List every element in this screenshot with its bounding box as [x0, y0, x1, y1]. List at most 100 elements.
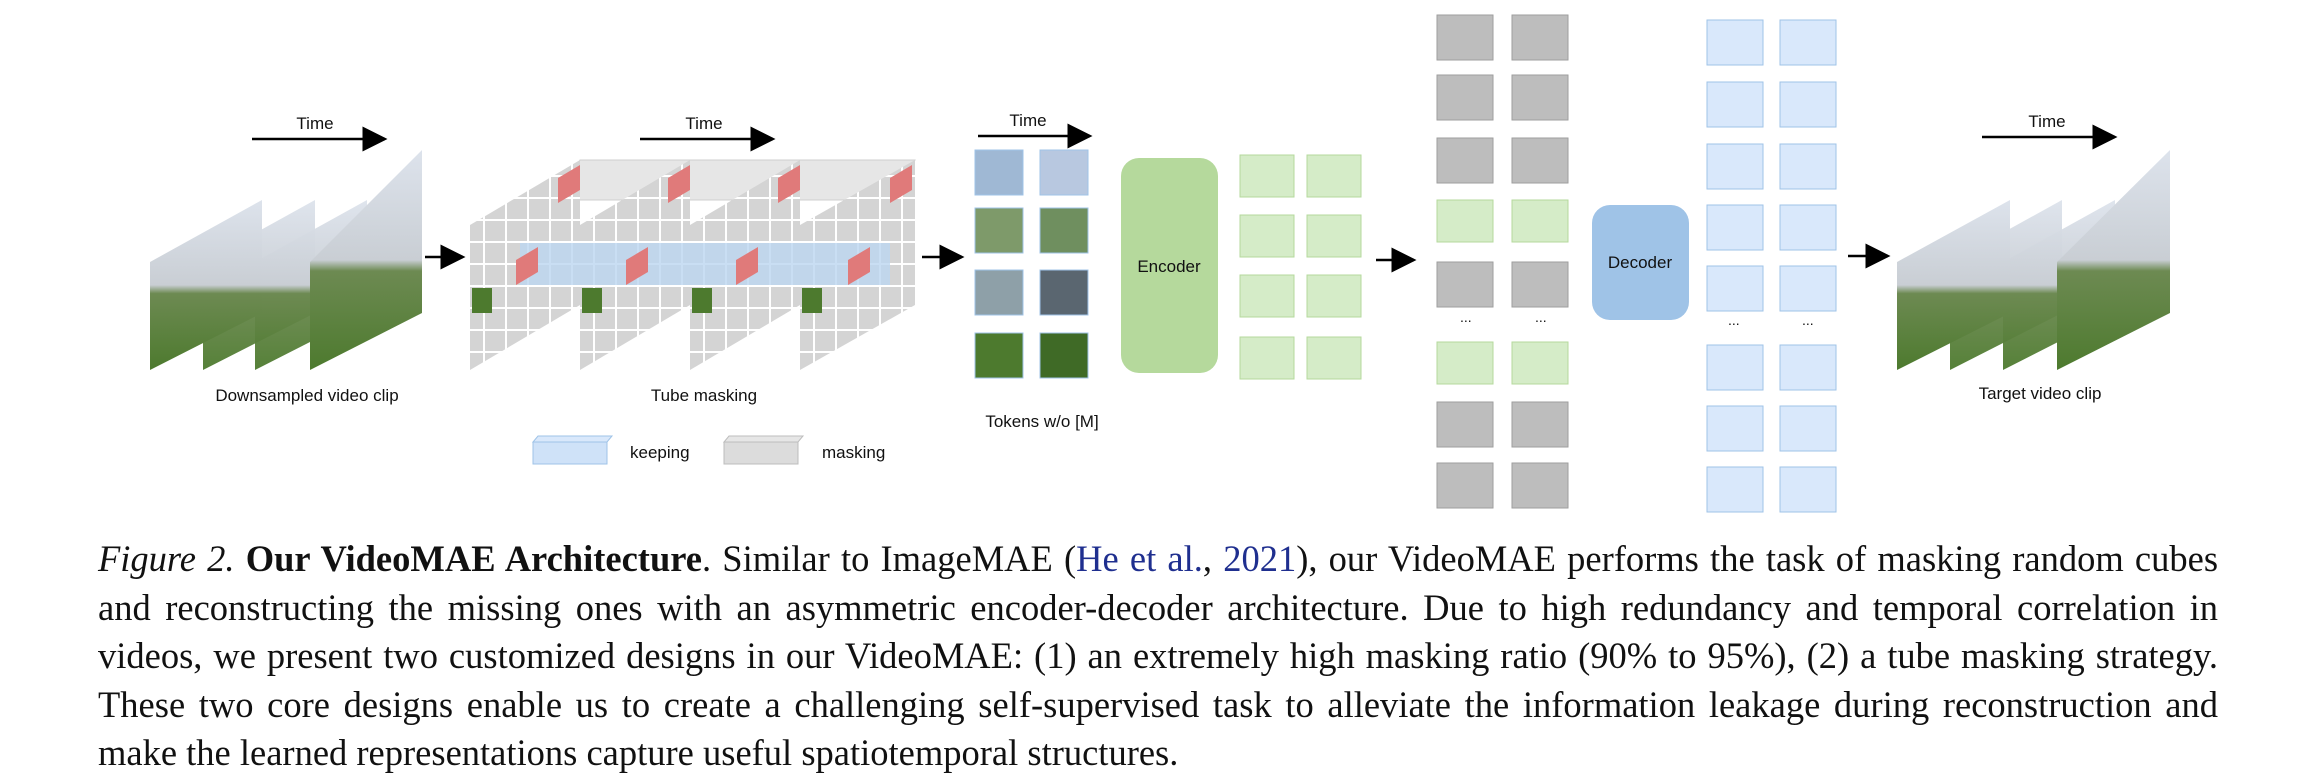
decoder-output-cube [1779, 466, 1837, 513]
target-video-clip: Time Target video clip [1897, 112, 2170, 403]
mask-patch-1 [472, 288, 492, 313]
encoded-token-6 [1306, 274, 1362, 318]
legend-masking-box [722, 435, 805, 443]
decoder-output-cube [1706, 344, 1764, 391]
decoder-input-cube [1436, 199, 1494, 243]
ellipsis: ... [1802, 312, 1814, 328]
decoder-output-cube [1706, 265, 1764, 312]
mask-patch-4 [802, 288, 822, 313]
decoder-input-cube [1436, 341, 1494, 385]
decoder-block [1592, 205, 1689, 320]
caption-title: Our VideoMAE Architecture [245, 538, 702, 579]
token-5 [974, 269, 1024, 316]
decoder-input-cube [1436, 14, 1494, 61]
token-3 [974, 207, 1024, 254]
decoder-input-cube [1436, 401, 1494, 448]
decoder-output-cube [1779, 265, 1837, 312]
decoder-input-cube [1436, 462, 1494, 509]
tokens-label: Tokens w/o [M] [985, 412, 1098, 431]
encoded-token-1 [1239, 154, 1295, 198]
decoder-output-cube [1706, 405, 1764, 452]
caption-text-b: ), our VideoMAE performs the task of mas… [98, 538, 2219, 773]
red-cube-6 [626, 247, 648, 285]
encoded-token-8 [1306, 336, 1362, 380]
keep-tube [520, 243, 890, 285]
red-cube-5 [516, 247, 538, 285]
decoder-input-cube [1436, 137, 1494, 184]
legend: keeping masking [531, 435, 885, 465]
decoder-label: Decoder [1608, 253, 1673, 272]
ellipsis: ... [1460, 309, 1472, 325]
decoder-output-cube [1706, 143, 1764, 190]
input-video-clip: Time Downsampled video clip [150, 114, 422, 405]
encoded-token-3 [1239, 214, 1295, 258]
figure-caption: Figure 2. Our VideoMAE Architecture. Sim… [98, 535, 2218, 778]
decoder-input-cube [1511, 137, 1569, 184]
decoder-input-cube [1511, 261, 1569, 308]
encoded-token-5 [1239, 274, 1295, 318]
mask-patch-2 [582, 288, 602, 313]
token-4 [1039, 207, 1089, 254]
legend-keeping-face [532, 441, 608, 465]
decoder-output-cube [1706, 81, 1764, 128]
legend-keeping-label: keeping [630, 443, 690, 462]
ellipsis: ... [1535, 309, 1547, 325]
decoder-output-cube [1779, 344, 1837, 391]
red-cube-3 [778, 165, 800, 203]
caption-cite-sep: , [1202, 538, 1224, 579]
decoder-output-cube [1706, 204, 1764, 251]
mask-label: Tube masking [651, 386, 757, 405]
encoded-token-4 [1306, 214, 1362, 258]
decoder-input-cube [1511, 462, 1569, 509]
red-cube-4 [890, 165, 912, 203]
decoder-output-cube [1706, 19, 1764, 66]
caption-figure-label: Figure 2. [98, 538, 235, 579]
encoder-label: Encoder [1137, 257, 1201, 276]
decoder-input-cube [1511, 14, 1569, 61]
token-7 [974, 332, 1024, 379]
token-1 [974, 149, 1024, 196]
input-time-label: Time [296, 114, 333, 133]
red-cube-7 [736, 247, 758, 285]
decoder-input-cube [1511, 341, 1569, 385]
token-6 [1039, 269, 1089, 316]
encoded-token-2 [1306, 154, 1362, 198]
token-8 [1039, 332, 1089, 379]
decoder-output-cube [1706, 466, 1764, 513]
legend-masking-label: masking [822, 443, 885, 462]
architecture-figure: Time Downsampled video clip Time Tube ma… [150, 14, 2170, 513]
red-cube-2 [668, 165, 690, 203]
encoded-token-7 [1239, 336, 1295, 380]
mask-patch-3 [692, 288, 712, 313]
encoded-tokens [1239, 154, 1362, 380]
target-label: Target video clip [1979, 384, 2102, 403]
decoder-output-tokens: ... ... [1706, 19, 1837, 513]
decoder-output-cube [1779, 81, 1837, 128]
decoder-input-cube [1436, 74, 1494, 121]
input-frame-4 [310, 150, 422, 370]
mask-time-label: Time [685, 114, 722, 133]
decoder-input-tokens: ... ... [1436, 14, 1569, 509]
decoder-output-cube [1779, 204, 1837, 251]
encoder-block [1121, 158, 1218, 373]
decoder-input-cube [1511, 401, 1569, 448]
decoder-input-cube [1511, 74, 1569, 121]
decoder-output-cube [1779, 19, 1837, 66]
citation-year-link[interactable]: 2021 [1223, 538, 1297, 579]
tube-masking-block: Time Tube masking [470, 114, 916, 405]
citation-author-link[interactable]: He et al. [1076, 538, 1203, 579]
target-frame-4 [2057, 150, 2170, 370]
target-time-label: Time [2028, 112, 2065, 131]
decoder-input-cube [1436, 261, 1494, 308]
tokens-time-label: Time [1009, 111, 1046, 130]
input-label: Downsampled video clip [215, 386, 398, 405]
token-2 [1039, 149, 1089, 196]
legend-masking-face [723, 441, 799, 465]
caption-text-a: . Similar to ImageMAE ( [702, 538, 1077, 579]
visible-tokens: Time Tokens w/o [M] [974, 111, 1099, 431]
red-cube-1 [558, 165, 580, 203]
decoder-input-cube [1511, 199, 1569, 243]
red-cube-8 [848, 247, 870, 285]
decoder-output-cube [1779, 405, 1837, 452]
legend-keeping-box [531, 435, 614, 443]
